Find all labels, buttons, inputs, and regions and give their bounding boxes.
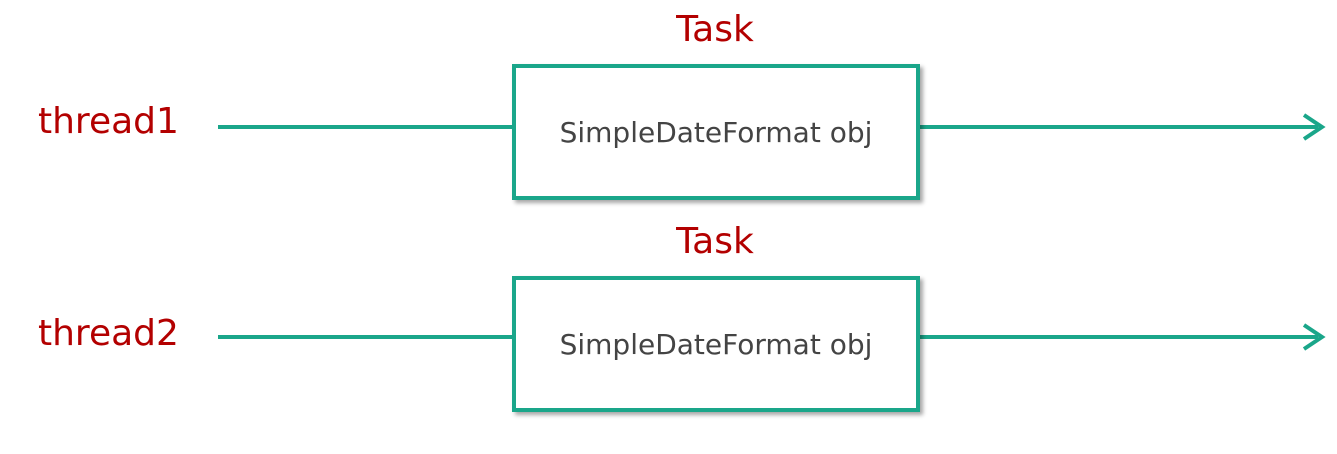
task2-label: Task xyxy=(676,221,754,262)
thread1-arrowhead-icon xyxy=(1302,113,1326,141)
thread2-arrowhead-icon xyxy=(1302,323,1326,351)
task1-box: SimpleDateFormat obj xyxy=(512,64,920,200)
thread1-label: thread1 xyxy=(38,101,179,142)
task1-box-text: SimpleDateFormat obj xyxy=(559,115,873,149)
thread2-label: thread2 xyxy=(38,313,179,354)
thread1-flow-arrow xyxy=(218,113,1326,141)
task1-label: Task xyxy=(676,9,754,50)
thread2-flow-arrow xyxy=(218,323,1326,351)
task2-box: SimpleDateFormat obj xyxy=(512,276,920,412)
thread-row-2: thread2 Task SimpleDateFormat obj xyxy=(0,212,1337,422)
task2-box-text: SimpleDateFormat obj xyxy=(559,327,873,361)
thread-row-1: thread1 Task SimpleDateFormat obj xyxy=(0,0,1337,210)
